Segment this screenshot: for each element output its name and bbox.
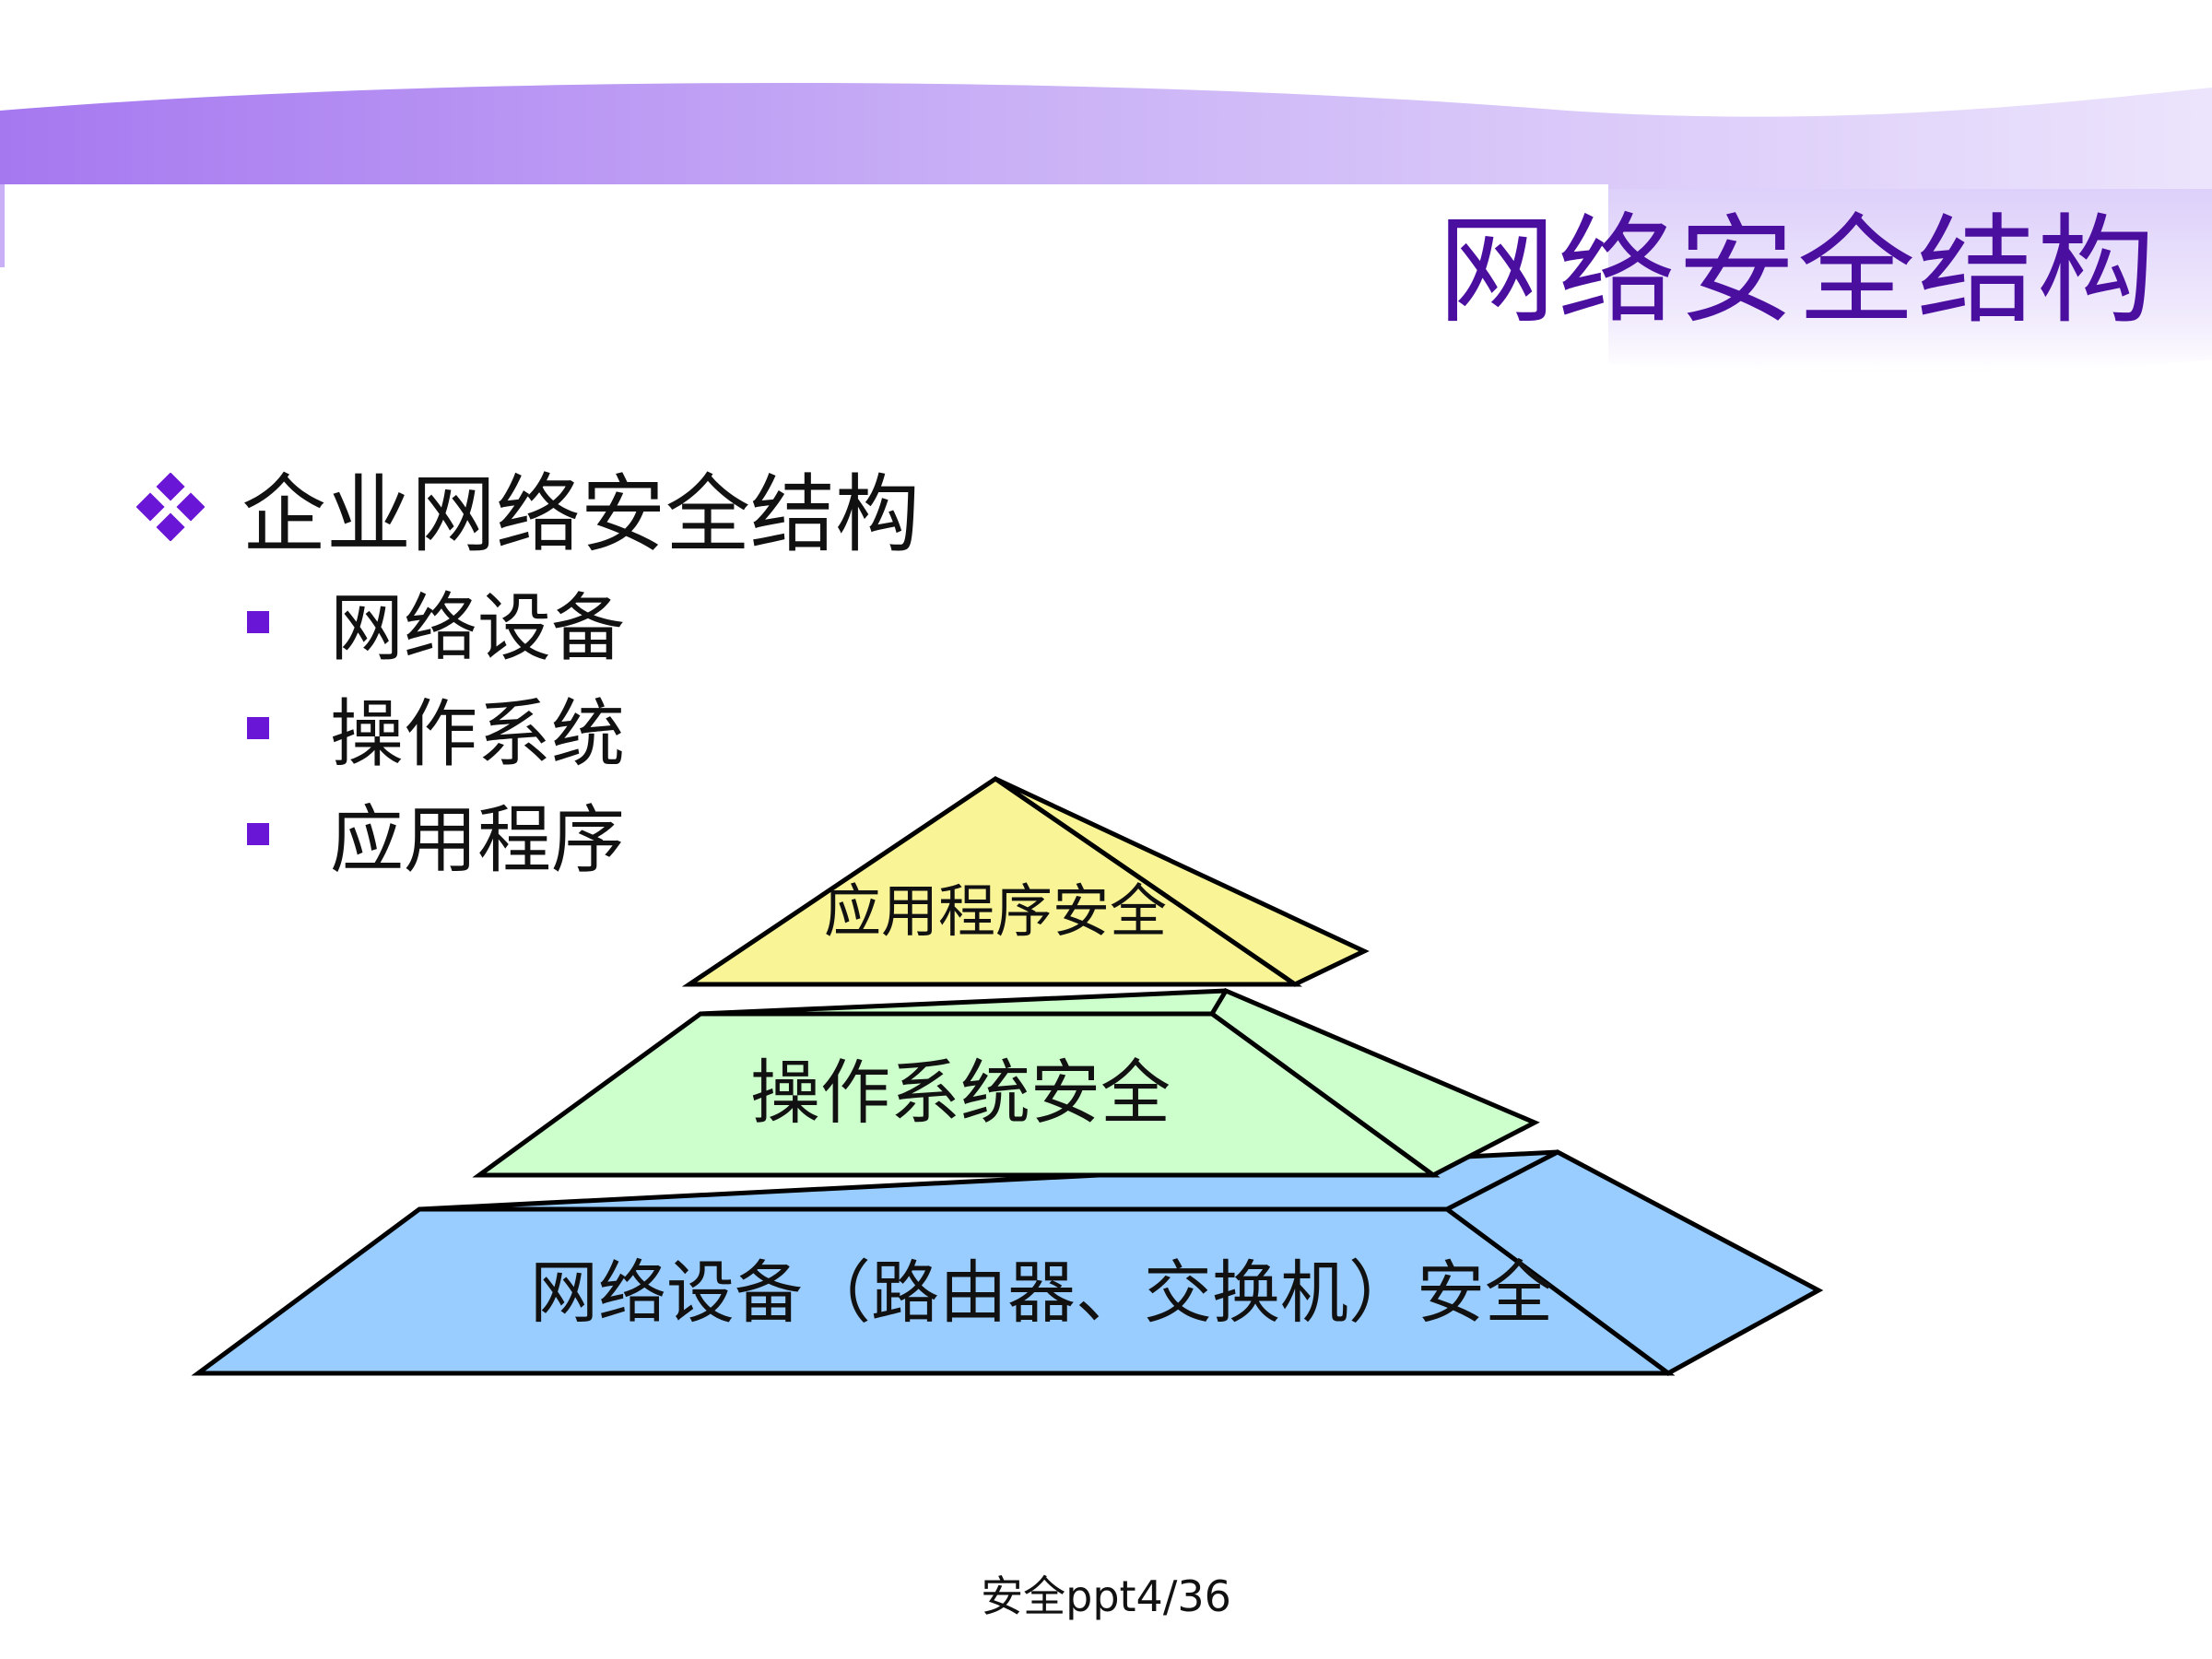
pyramid-tier-top (681, 775, 1370, 987)
sub-bullet-network-devices: 网络设备 (247, 571, 625, 673)
bullet-main: 企业网络安全结构 (136, 452, 920, 564)
sub-bullet-text: 网络设备 (330, 585, 625, 671)
page-footer: 安全ppt4/36 (981, 1571, 1231, 1621)
slide-title: 网络安全结构 (1437, 203, 2157, 340)
header-banner (0, 83, 2212, 372)
sub-bullet-text: 应用程序 (330, 797, 625, 883)
pyramid-tier-middle (472, 987, 1540, 1178)
sub-bullet-operating-system: 操作系统 (247, 677, 625, 779)
pyramid-label-top: 应用程序安全 (824, 877, 1167, 945)
sub-bullet-applications: 应用程序 (247, 783, 625, 885)
pyramid-label-bottom: 网络设备（路由器、交换机）安全 (530, 1253, 1553, 1333)
bullet-main-text: 企业网络安全结构 (241, 465, 921, 564)
pyramid-label-middle: 操作系统安全 (750, 1052, 1171, 1134)
square-bullet-icon (247, 717, 269, 739)
square-bullet-icon (247, 611, 269, 633)
diamond-bullet-icon (136, 473, 205, 541)
square-bullet-icon (247, 823, 269, 845)
sub-bullet-text: 操作系统 (330, 691, 625, 777)
